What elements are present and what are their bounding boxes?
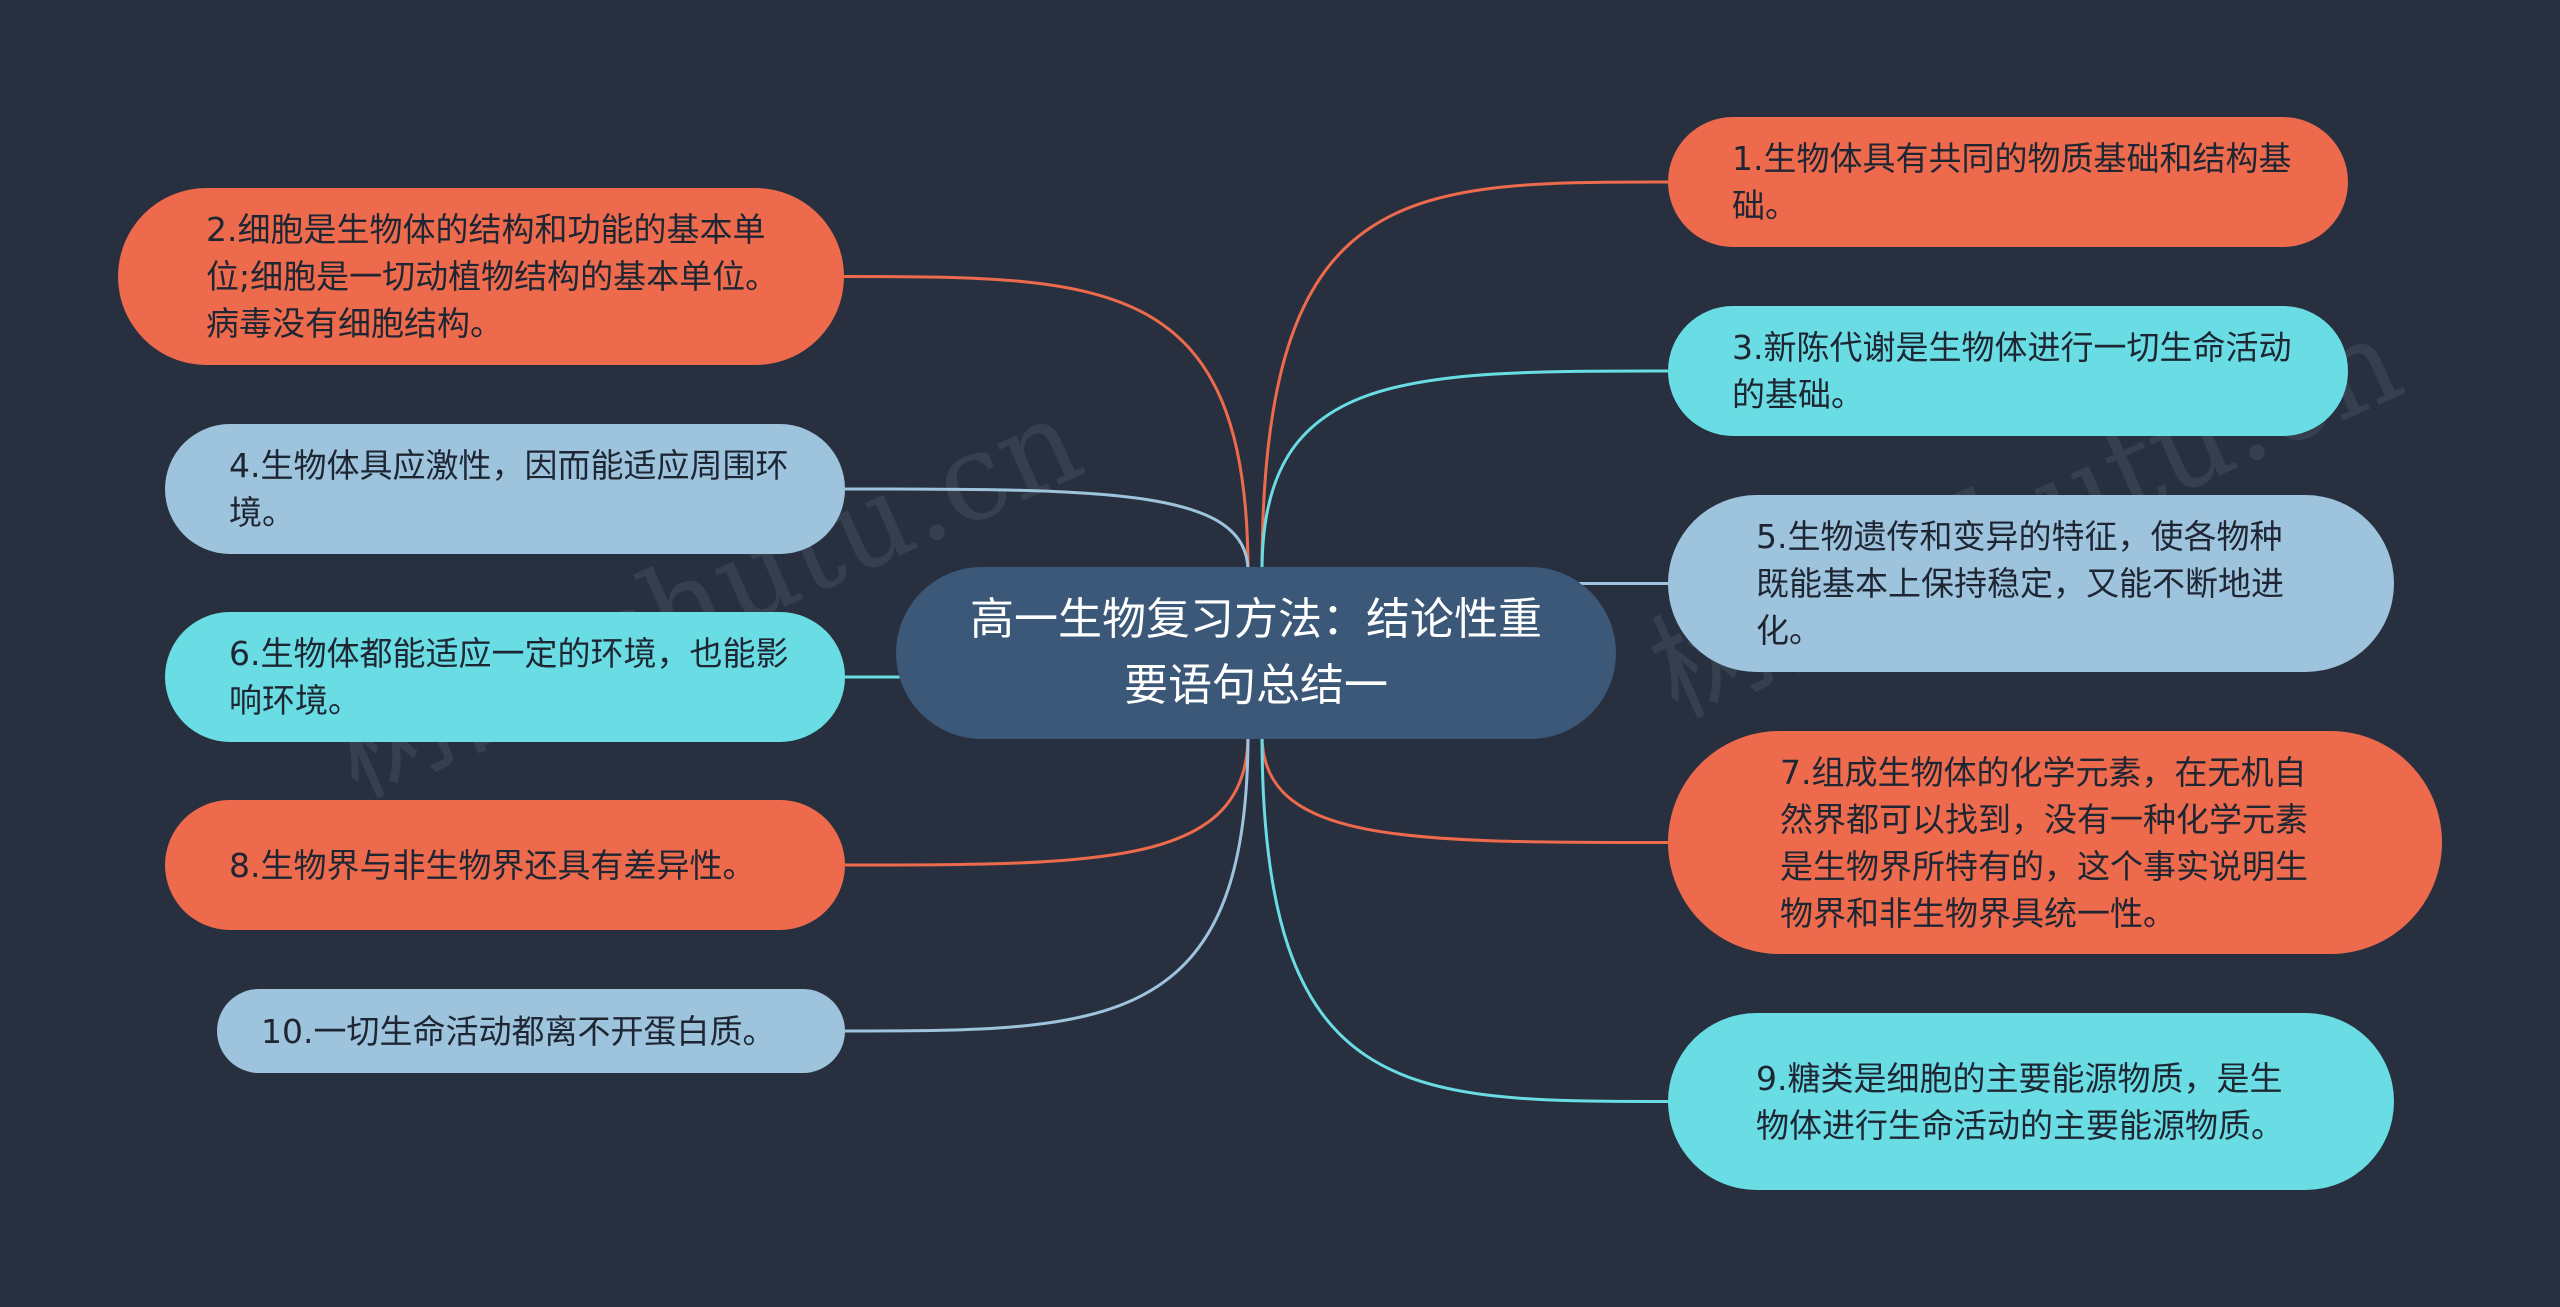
branch-node-9[interactable]: 9.糖类是细胞的主要能源物质，是生物体进行生命活动的主要能源物质。 [1668,1013,2394,1190]
branch-node-6[interactable]: 6.生物体都能适应一定的环境，也能影响环境。 [165,612,845,742]
branch-node-7-label: 7.组成生物体的化学元素，在无机自然界都可以找到，没有一种化学元素是生物界所特有… [1780,752,2308,933]
connector-n3 [1260,369,1669,572]
connector-n2 [843,275,1250,572]
branch-node-7[interactable]: 7.组成生物体的化学元素，在无机自然界都可以找到，没有一种化学元素是生物界所特有… [1668,731,2442,954]
branch-node-10-label: 10.一切生命活动都离不开蛋白质。 [261,1011,776,1051]
connector-n7 [1260,734,1669,844]
branch-node-9-label: 9.糖类是细胞的主要能源物质，是生物体进行生命活动的主要能源物质。 [1756,1058,2284,1145]
branch-node-2[interactable]: 2.细胞是生物体的结构和功能的基本单位;细胞是一切动植物结构的基本单位。病毒没有… [118,188,844,365]
branch-node-3[interactable]: 3.新陈代谢是生物体进行一切生命活动的基础。 [1668,306,2348,436]
connector-n10 [844,734,1250,1033]
branch-node-3-label: 3.新陈代谢是生物体进行一切生命活动的基础。 [1732,328,2292,414]
branch-node-1-label: 1.生物体具有共同的物质基础和结构基础。 [1732,139,2292,225]
branch-node-6-label: 6.生物体都能适应一定的环境，也能影响环境。 [229,634,789,720]
branch-node-2-label: 2.细胞是生物体的结构和功能的基本单位;细胞是一切动植物结构的基本单位。病毒没有… [206,210,779,343]
branch-node-5-label: 5.生物遗传和变异的特征，使各物种既能基本上保持稳定，又能不断地进化。 [1756,517,2284,650]
branch-node-1[interactable]: 1.生物体具有共同的物质基础和结构基础。 [1668,117,2348,247]
branch-node-4-label: 4.生物体具应激性，因而能适应周围环境。 [229,446,789,532]
connector-n4 [844,487,1250,572]
branch-node-8-label: 8.生物界与非生物界还具有差异性。 [229,845,756,885]
central-topic[interactable]: 高一生物复习方法：结论性重要语句总结一 [896,567,1616,739]
branch-node-8[interactable]: 8.生物界与非生物界还具有差异性。 [165,800,845,930]
connector-n8 [844,734,1250,867]
branch-node-4[interactable]: 4.生物体具应激性，因而能适应周围环境。 [165,424,845,554]
branch-node-10[interactable]: 10.一切生命活动都离不开蛋白质。 [217,989,845,1073]
connector-n9 [1260,734,1669,1103]
branch-node-5[interactable]: 5.生物遗传和变异的特征，使各物种既能基本上保持稳定，又能不断地进化。 [1668,495,2394,672]
connector-n1 [1260,180,1669,572]
central-topic-label: 高一生物复习方法：结论性重要语句总结一 [970,594,1542,711]
